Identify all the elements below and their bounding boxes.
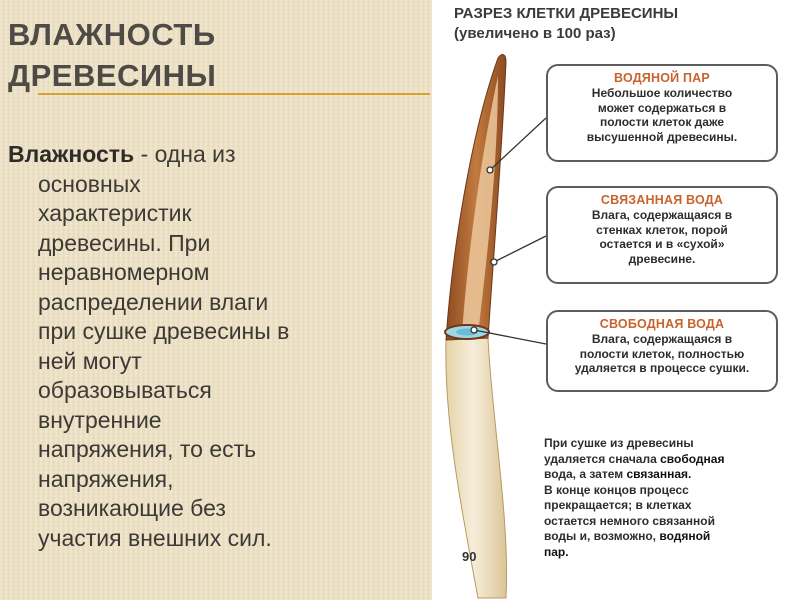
body-line: характеристик (38, 200, 192, 226)
cell-cavity (462, 76, 498, 334)
note-emphasis: связанная. (626, 467, 692, 481)
body-line: напряжения, (38, 465, 174, 492)
leader-line-free (473, 329, 547, 345)
body-line: неравномерном (38, 259, 210, 285)
body-line: древесины. При (38, 229, 211, 256)
drying-note: При сушке из древесины удаляется сначала… (544, 436, 794, 560)
body-line: участия внешних сил. (38, 524, 272, 551)
callout-line: полости клеток даже (599, 115, 724, 129)
callout-line: Влага, содержащаяся в (591, 208, 733, 222)
slide-title: ВЛАЖНОСТЬ ДРЕВЕСИНЫ (8, 14, 216, 96)
slide-body-text: Влажность - одна из основных характерист… (8, 140, 408, 553)
note-line: В конце концов процесс (544, 482, 689, 497)
body-line: при сушке древесины в (38, 318, 290, 344)
leader-dot-vapor (486, 166, 494, 174)
note-emphasis: свободная (660, 451, 725, 466)
callout-line: удаляется в процессе сушки. (574, 361, 750, 375)
wood-cell-illustration (444, 54, 547, 599)
leader-line-bound (493, 235, 547, 263)
callout-free-water: СВОБОДНАЯ ВОДА Влага, содержащаяся в пол… (546, 310, 778, 392)
body-line: напряжения, то есть (38, 436, 257, 462)
callout-line: древесине. (628, 251, 696, 266)
page-number: 90 (462, 549, 477, 564)
note-line: При сушке из древесины (544, 436, 694, 450)
wood-cell-figure: РАЗРЕЗ КЛЕТКИ ДРЕВЕСИНЫ (увеличено в 100… (432, 0, 800, 600)
callout-line: остается и в «сухой» (599, 237, 725, 251)
body-line: ней могут (38, 347, 142, 374)
leader-dot-bound (490, 258, 498, 266)
callout-line: полости клеток, полностью (579, 346, 745, 361)
callout-line: Влага, содержащаяся в (591, 332, 733, 346)
leader-line-vapor (489, 117, 547, 171)
slide-title-line2: ДРЕВЕСИНЫ (8, 58, 217, 93)
body-line: образовываться (38, 377, 212, 403)
cell-lower-body (445, 337, 508, 599)
note-emphasis: пар. (544, 544, 569, 559)
title-underline (38, 93, 430, 95)
slide-title-line1: ВЛАЖНОСТЬ (8, 17, 216, 52)
note-line: воды и, возможно, (544, 529, 660, 543)
body-line: распределении влаги (38, 288, 269, 315)
callout-bound-water: СВЯЗАННАЯ ВОДА Влага, содержащаяся в сте… (546, 186, 778, 284)
leader-dot-free (470, 326, 478, 334)
body-line: основных (38, 170, 141, 197)
body-first-line: Влажность - одна из (8, 141, 236, 167)
note-line: прекращается; в клетках (544, 498, 692, 512)
note-line: вода, а затем (544, 467, 627, 481)
note-emphasis: водяной (659, 529, 711, 543)
note-line: остается немного связанной (544, 513, 715, 528)
figure-title-line1: РАЗРЕЗ КЛЕТКИ ДРЕВЕСИНЫ (454, 5, 679, 22)
callout-title: СВОБОДНАЯ ВОДА (599, 317, 725, 331)
figure-title-line2: (увеличено в 100 раз) (454, 25, 616, 42)
callout-line: высушенной древесины. (586, 129, 738, 144)
body-term: Влажность (8, 141, 135, 167)
body-line: возникающие без (38, 495, 226, 521)
slide-text-panel: ВЛАЖНОСТЬ ДРЕВЕСИНЫ Влажность - одна из … (0, 0, 432, 600)
callout-line: стенках клеток, порой (596, 222, 728, 237)
callout-line: Небольшое количество (591, 86, 733, 100)
figure-title: РАЗРЕЗ КЛЕТКИ ДРЕВЕСИНЫ (увеличено в 100… (454, 4, 794, 44)
callout-title: ВОДЯНОЙ ПАР (614, 71, 710, 85)
body-first-line-rest: - одна из (134, 141, 236, 167)
note-line: удаляется сначала (544, 451, 661, 466)
callout-title: СВЯЗАННАЯ ВОДА (600, 193, 724, 207)
callout-line: может содержаться в (597, 100, 727, 115)
body-line: внутренние (38, 406, 162, 433)
callout-water-vapor: ВОДЯНОЙ ПАР Небольшое количество может с… (546, 64, 778, 162)
